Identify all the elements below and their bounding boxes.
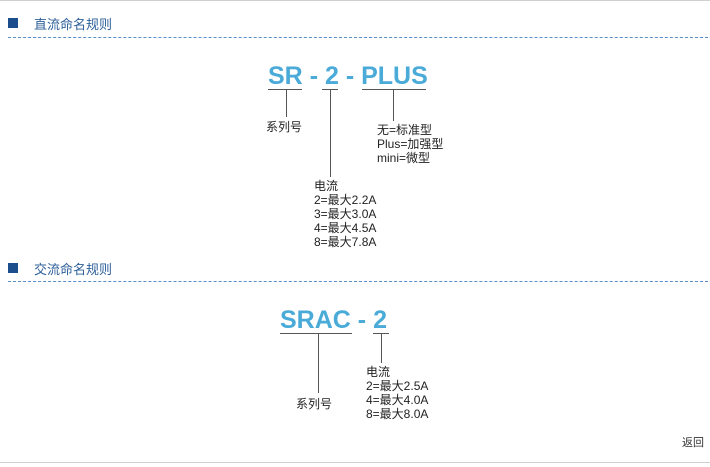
dc-code-current: 2 [324, 62, 339, 90]
dc-model-code: SR - 2 - PLUS [268, 62, 428, 90]
back-link[interactable]: 返回 [682, 436, 704, 449]
dc-series-label: 系列号 [266, 120, 303, 134]
dc-current-option: 8=最大7.8A [314, 235, 377, 249]
dc-current-title: 电流 [314, 179, 339, 193]
dc-type-options: 无=标准型 Plus=加强型 mini=微型 [377, 123, 443, 165]
ac-model-code: SRAC - 2 [280, 306, 387, 334]
ac-current-legend: 电流 2=最大2.5A 4=最大4.0A 8=最大8.0A [366, 365, 428, 421]
square-bullet-icon [8, 18, 18, 28]
dc-series-leader [286, 89, 287, 117]
ac-current-option: 4=最大4.0A [366, 393, 429, 407]
dc-divider [8, 37, 708, 38]
dc-type-option: mini=微型 [377, 151, 431, 165]
dc-current-legend: 电流 2=最大2.2A 3=最大3.0A 4=最大4.5A 8=最大7.8A [314, 179, 376, 249]
dc-type-underline [362, 89, 426, 90]
ac-section-title: 交流命名规则 [34, 263, 113, 278]
ac-current-title: 电流 [366, 365, 391, 379]
dc-code-sep-2: - [345, 62, 355, 90]
ac-divider [8, 281, 708, 282]
dc-current-option: 3=最大3.0A [314, 207, 377, 221]
ac-code-series: SRAC [280, 306, 351, 334]
dc-series-underline [268, 89, 302, 90]
dc-code-series: SR [268, 62, 303, 90]
dc-current-option: 2=最大2.2A [314, 193, 377, 207]
dc-type-option: 无=标准型 [377, 123, 433, 137]
ac-code-sep: - [357, 306, 367, 334]
dc-type-leader [393, 89, 394, 121]
dc-section-title: 直流命名规则 [34, 18, 113, 33]
ac-current-option: 8=最大8.0A [366, 407, 429, 421]
dc-current-leader [330, 89, 331, 177]
ac-series-leader [318, 333, 319, 393]
dc-current-option: 4=最大4.5A [314, 221, 377, 235]
top-border [0, 0, 710, 1]
ac-current-option: 2=最大2.5A [366, 379, 429, 393]
dc-code-sep-1: - [309, 62, 319, 90]
ac-current-leader [381, 333, 382, 363]
bottom-border [0, 462, 710, 463]
square-bullet-icon [8, 263, 18, 273]
ac-code-current: 2 [373, 306, 387, 334]
ac-series-underline [280, 333, 352, 334]
ac-series-label: 系列号 [296, 397, 333, 411]
dc-code-type: PLUS [361, 62, 428, 90]
dc-type-option: Plus=加强型 [377, 137, 444, 151]
